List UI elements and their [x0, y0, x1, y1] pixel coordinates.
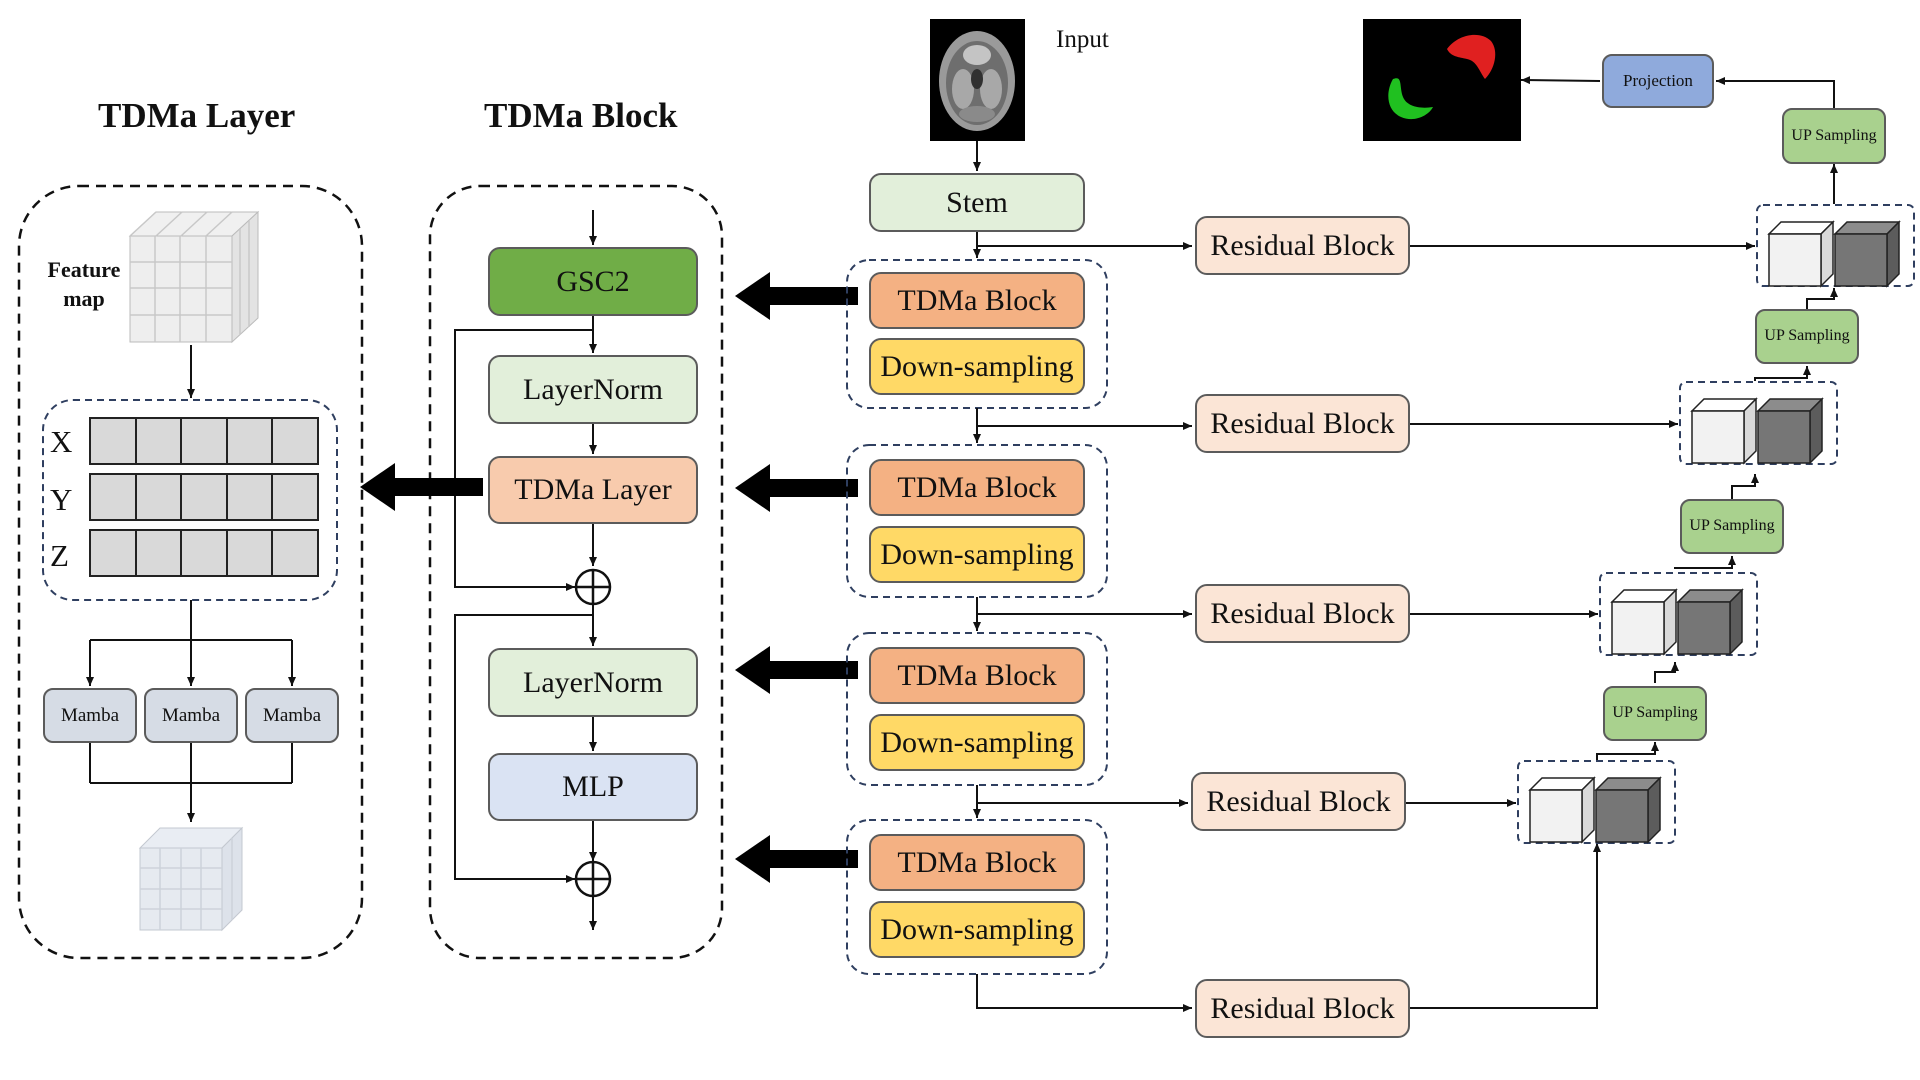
thick-arrow-stage1: [735, 272, 858, 320]
output-feature-cube-icon: [138, 826, 244, 932]
add-node-2: [574, 860, 612, 898]
feature-map-label: Feature map: [47, 257, 121, 311]
decoder-group-3: [1599, 572, 1758, 656]
thick-arrow-stage3: [735, 646, 858, 694]
residual-block-5: Residual Block: [1195, 979, 1410, 1038]
input-label: Input: [1056, 26, 1109, 53]
decoder-group-2: [1679, 381, 1838, 465]
stage4-group: [846, 819, 1108, 975]
feature-map-cube-icon: [128, 210, 260, 344]
up-sampling-3: UP Sampling: [1680, 499, 1784, 554]
residual-block-3: Residual Block: [1195, 584, 1410, 643]
decoder-cubes: [1528, 220, 1901, 844]
upsampled-feature-cube-1: [1833, 220, 1901, 288]
mamba-box-3: Mamba: [245, 688, 339, 743]
upsampled-feature-cube-4: [1594, 776, 1662, 844]
segmentation-mask-icon: [1388, 34, 1496, 120]
stage3-group: [846, 632, 1108, 786]
input-mri-image: [930, 19, 1025, 141]
mamba-box-2: Mamba: [144, 688, 238, 743]
up-sampling-1: UP Sampling: [1782, 108, 1886, 164]
skip-feature-cube-4: [1528, 776, 1596, 844]
output-segmentation-image: [1363, 19, 1521, 141]
brain-mri-icon: [939, 31, 1015, 131]
mamba-box-1: Mamba: [43, 688, 137, 743]
stage1-down-sampling: Down-sampling: [869, 338, 1085, 395]
stem-box: Stem: [869, 173, 1085, 232]
thick-arrow-to-layer: [360, 463, 483, 511]
axis-label-x: X: [50, 424, 73, 459]
axis-label-z: Z: [50, 538, 69, 573]
skip-feature-cube-3: [1610, 588, 1678, 656]
stage3-down-sampling: Down-sampling: [869, 714, 1085, 771]
add-node-1: [574, 568, 612, 606]
stage2-tdma-block: TDMa Block: [869, 459, 1085, 516]
stage4-down-sampling: Down-sampling: [869, 901, 1085, 958]
up-sampling-2: UP Sampling: [1755, 309, 1859, 364]
residual-block-1: Residual Block: [1195, 216, 1410, 275]
layernorm-box-1: LayerNorm: [488, 355, 698, 424]
tdma-block-title: TDMa Block: [484, 96, 678, 135]
gsc2-box: GSC2: [488, 247, 698, 316]
layer-panel-border: [17, 184, 364, 960]
stage2-group: [846, 444, 1108, 598]
skip-feature-cube-2: [1690, 397, 1758, 465]
upsampled-feature-cube-2: [1756, 397, 1824, 465]
sequence-group-border: [42, 399, 338, 601]
thick-arrow-stage4: [735, 835, 858, 883]
stage2-down-sampling: Down-sampling: [869, 526, 1085, 583]
thick-arrow-stage2: [735, 464, 858, 512]
layernorm-box-2: LayerNorm: [488, 648, 698, 717]
up-sampling-4: UP Sampling: [1603, 686, 1707, 741]
residual-block-4: Residual Block: [1191, 772, 1406, 831]
tdma-layer-title: TDMa Layer: [98, 96, 296, 135]
stage1-tdma-block: TDMa Block: [869, 272, 1085, 329]
projection-box: Projection: [1602, 54, 1714, 108]
stage3-tdma-block: TDMa Block: [869, 647, 1085, 704]
mlp-box: MLP: [488, 753, 698, 821]
tdma-layer-box: TDMa Layer: [488, 456, 698, 524]
upsampled-feature-cube-3: [1676, 588, 1744, 656]
skip-feature-cube-1: [1767, 220, 1835, 288]
stage4-tdma-block: TDMa Block: [869, 834, 1085, 891]
decoder-group-4: [1517, 760, 1676, 844]
sequence-grid: [89, 417, 319, 577]
axis-label-y: Y: [50, 482, 73, 517]
residual-block-2: Residual Block: [1195, 394, 1410, 453]
